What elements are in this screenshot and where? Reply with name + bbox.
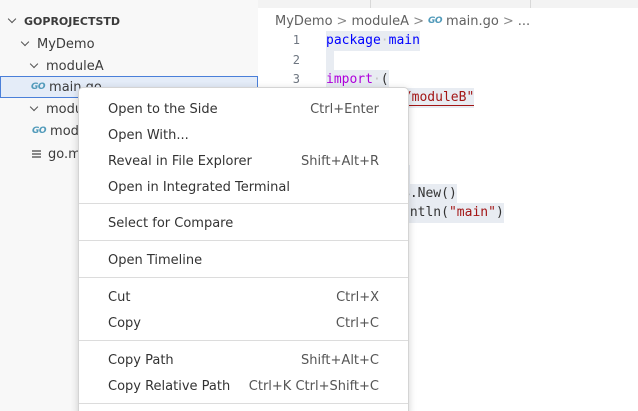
breadcrumb-separator: >	[336, 13, 348, 29]
menu-separator	[79, 240, 408, 241]
menu-item-label: Open in Integrated Terminal	[108, 179, 290, 195]
menu-item-select-for-compare[interactable]: Select for Compare	[79, 210, 408, 236]
breadcrumb-item[interactable]: ...	[517, 13, 531, 29]
breadcrumb-separator: >	[502, 13, 514, 29]
menu-item-copy[interactable]: Copy Ctrl+C	[79, 310, 408, 336]
line-number: 3	[292, 72, 300, 86]
go-file-icon: GO	[31, 82, 46, 92]
code-line-3[interactable]: import·(	[326, 70, 389, 90]
menu-item-label: Open Timeline	[108, 252, 203, 268]
code-token: "main"	[448, 205, 496, 220]
menu-item-label: Open With...	[108, 127, 189, 143]
menu-item-open-with[interactable]: Open With...	[79, 122, 408, 148]
menu-item-label: Copy Path	[108, 352, 174, 368]
menu-item-open-to-side[interactable]: Open to the Side Ctrl+Enter	[79, 96, 408, 122]
code-line-4[interactable]: o/moduleB"	[396, 88, 475, 108]
go-file-icon: GO	[427, 16, 443, 26]
chevron-down-icon	[21, 39, 31, 49]
menu-item-open-in-terminal[interactable]: Open in Integrated Terminal	[79, 174, 408, 200]
code-token: import	[326, 72, 373, 87]
line-number: 2	[292, 53, 300, 67]
code-line-1[interactable]: package·main	[326, 31, 420, 51]
menu-item-copy-relative-path[interactable]: Copy Relative Path Ctrl+K Ctrl+Shift+C	[79, 373, 408, 399]
tree-item-label: MyDemo	[37, 36, 95, 52]
breadcrumb-item[interactable]: MyDemo	[275, 13, 333, 29]
context-menu: Open to the Side Ctrl+Enter Open With...…	[78, 87, 409, 411]
chevron-down-icon	[8, 16, 18, 26]
tab-divider	[370, 0, 371, 8]
menu-item-reveal-in-explorer[interactable]: Reveal in File Explorer Shift+Alt+R	[79, 148, 408, 174]
chevron-down-icon	[30, 104, 40, 114]
menu-item-cut[interactable]: Cut Ctrl+X	[79, 284, 408, 310]
breadcrumb: MyDemo > moduleA > GO main.go > ...	[275, 11, 530, 31]
menu-item-shortcut: Ctrl+K Ctrl+Shift+C	[248, 378, 379, 394]
tree-item-mydemo[interactable]: MyDemo	[0, 33, 258, 55]
code-token: )	[495, 205, 504, 220]
code-token: .ntln(	[402, 205, 449, 220]
menu-item-label: Select for Compare	[108, 215, 234, 231]
explorer-section-header[interactable]: GOPROJECTSTD	[0, 10, 258, 32]
menu-item-open-timeline[interactable]: Open Timeline	[79, 247, 408, 273]
code-line-8[interactable]: B.New()	[402, 184, 457, 204]
menu-item-label: Cut	[108, 289, 131, 305]
code-token: o/moduleB"	[396, 90, 475, 106]
tab-divider	[530, 0, 531, 8]
code-line-2[interactable]	[326, 51, 334, 71]
menu-item-shortcut: Ctrl+C	[335, 315, 379, 331]
go-file-icon: GO	[32, 126, 47, 136]
tree-item-label: moduleA	[46, 58, 104, 74]
menu-item-label: Copy	[108, 315, 141, 331]
breadcrumb-item[interactable]: main.go	[446, 13, 499, 29]
tab-strip	[258, 0, 638, 8]
menu-item-shortcut: Shift+Alt+R	[301, 153, 379, 169]
menu-item-label: Open to the Side	[108, 101, 218, 117]
line-number: 1	[292, 33, 300, 47]
menu-item-label: Reveal in File Explorer	[108, 153, 252, 169]
tree-item-modulea[interactable]: moduleA	[0, 55, 258, 77]
menu-item-shortcut: Ctrl+Enter	[310, 101, 379, 117]
menu-separator	[79, 403, 408, 404]
chevron-down-icon	[30, 61, 40, 71]
code-token: B.New()	[402, 186, 457, 201]
menu-item-shortcut: Shift+Alt+C	[300, 352, 379, 368]
code-token: (	[380, 72, 389, 87]
code-token: package	[326, 33, 381, 48]
menu-separator	[79, 277, 408, 278]
menu-item-shortcut: Ctrl+X	[336, 289, 379, 305]
go-mod-file-icon	[32, 149, 42, 159]
menu-separator	[79, 340, 408, 341]
code-line-9[interactable]: .ntln("main")	[402, 203, 504, 223]
breadcrumb-item[interactable]: moduleA	[351, 13, 410, 29]
breadcrumb-separator: >	[413, 13, 424, 29]
menu-item-label: Copy Relative Path	[108, 378, 231, 394]
code-token: main	[388, 33, 420, 48]
menu-separator	[79, 203, 408, 204]
menu-item-copy-path[interactable]: Copy Path Shift+Alt+C	[79, 347, 408, 373]
explorer-section-title: GOPROJECTSTD	[24, 14, 121, 28]
